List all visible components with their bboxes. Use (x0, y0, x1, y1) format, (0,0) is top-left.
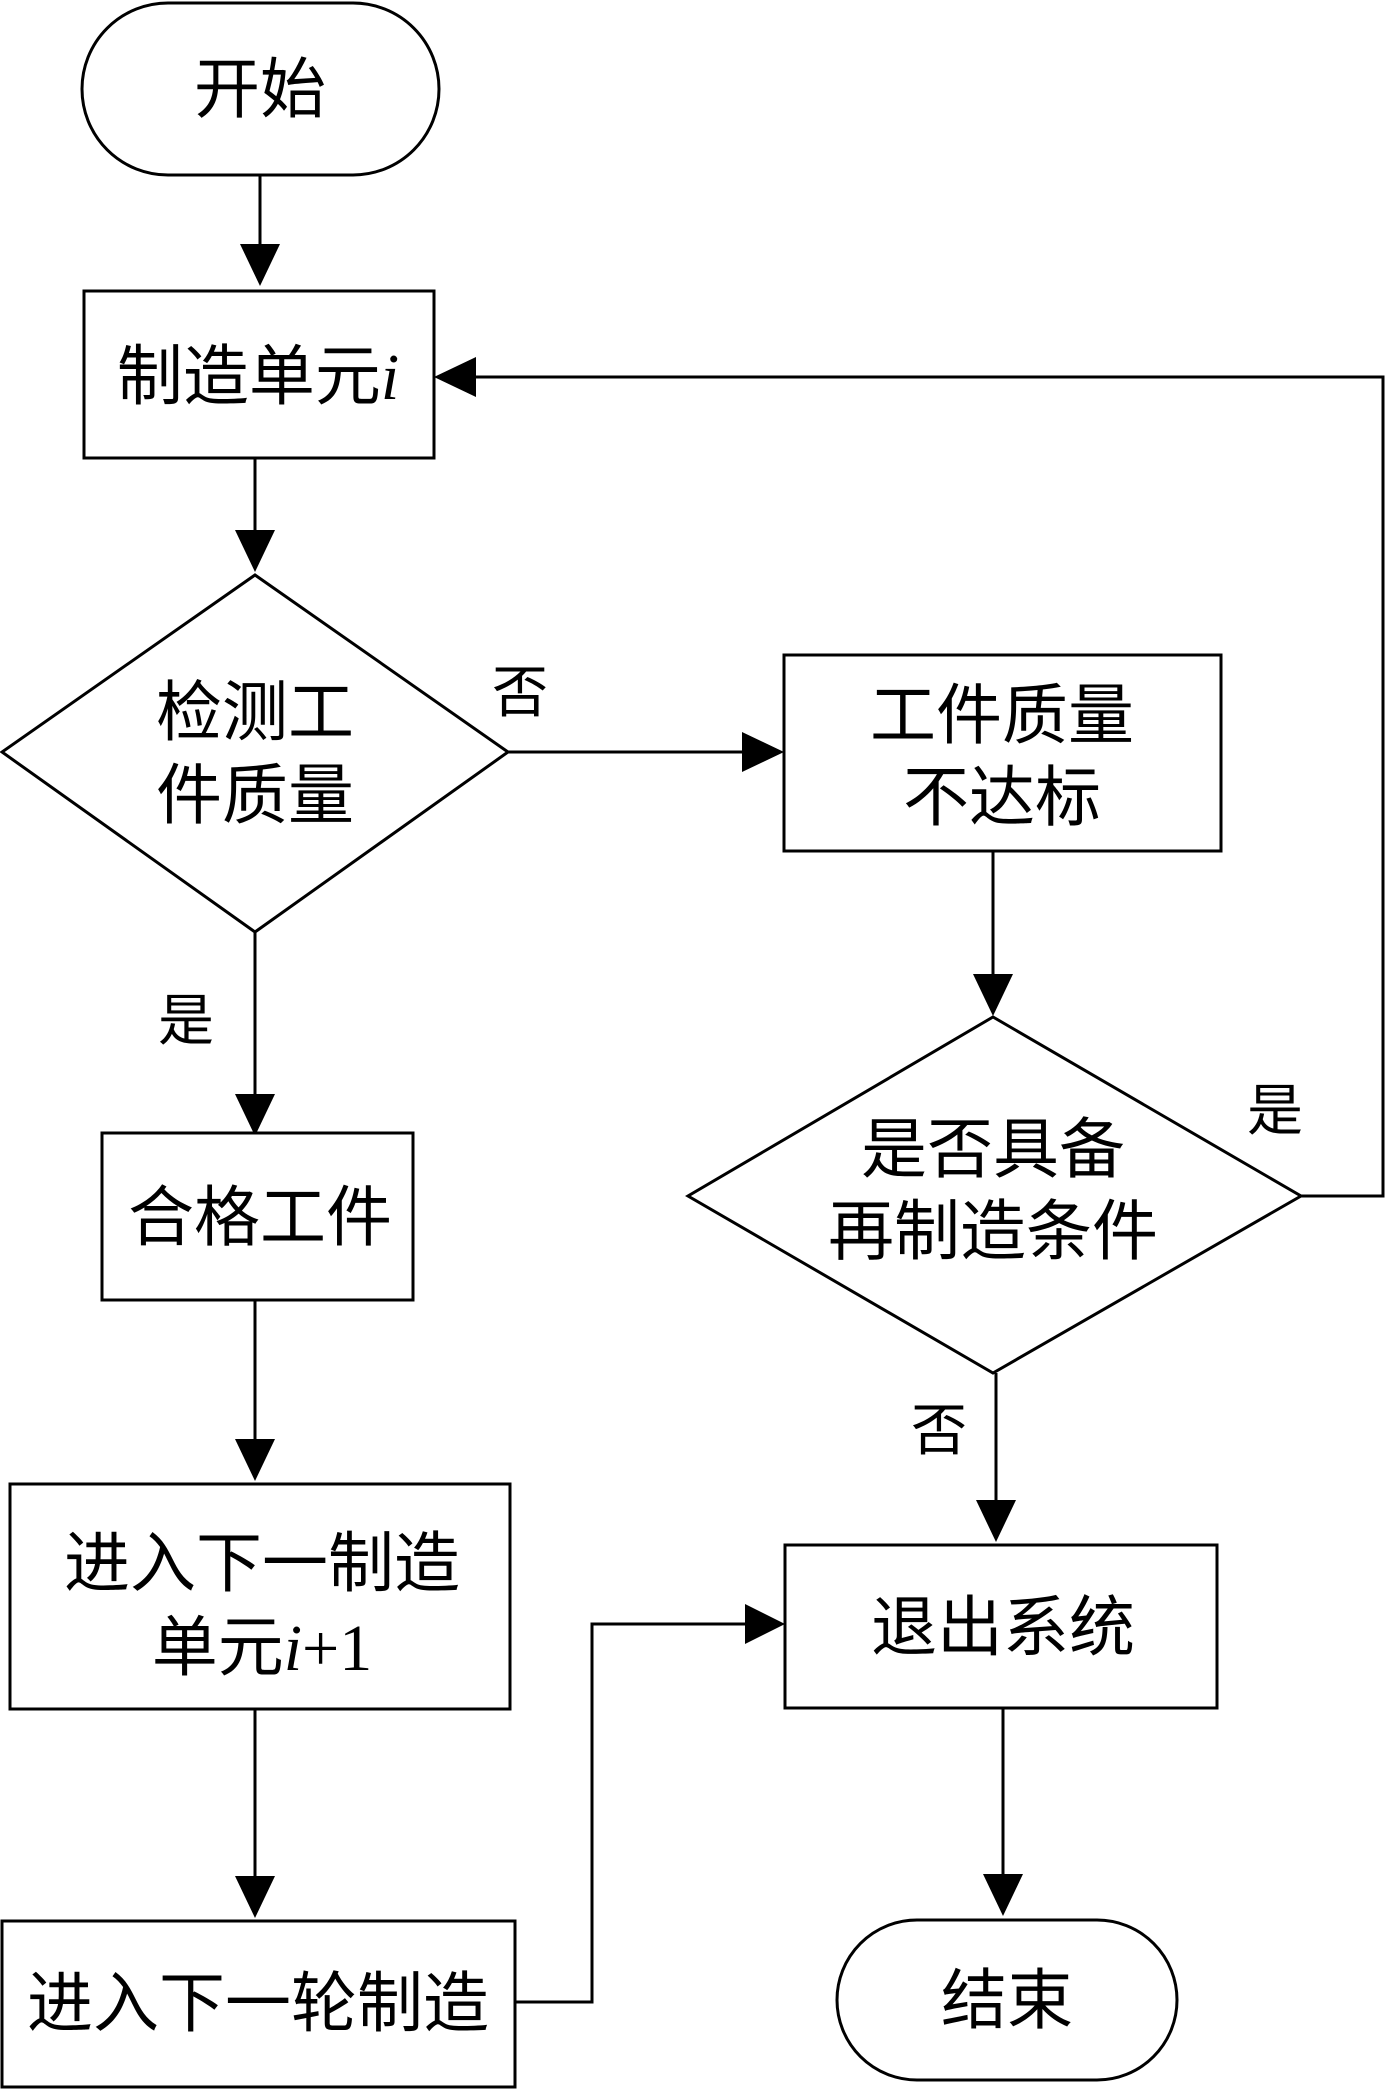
next-round-box (0, 1919, 517, 2089)
next-unit-label-line1: 进入下一制造 (64, 1525, 460, 1602)
remanufacture-check-diamond (685, 1015, 1304, 1375)
end-terminal (835, 1918, 1179, 2082)
arrowhead (976, 1500, 1016, 1542)
next-unit-label-line2: 单元i+1 (152, 1609, 373, 1686)
branch-label-check-no: 否 (492, 661, 548, 726)
arrowhead (235, 1439, 275, 1481)
exit-system-label: 退出系统 (871, 1589, 1135, 1666)
arrowhead (235, 1876, 275, 1918)
arrowhead (235, 530, 275, 572)
arrowhead (235, 1094, 275, 1136)
quality-fail-label-line2: 不达标 (903, 759, 1101, 836)
check-quality-label-line1: 检测工 (156, 674, 354, 751)
end-label: 结束 (941, 1962, 1073, 2039)
check-quality-diamond (0, 573, 511, 934)
branch-label-remanufacture-yes: 是 (1247, 1079, 1303, 1144)
start-terminal (80, 1, 441, 177)
qualified-label: 合格工件 (128, 1179, 392, 1256)
arrowhead (745, 1604, 785, 1644)
unit-i-label: 制造单元i (117, 338, 399, 415)
connector-next-round-to-exit (515, 1622, 747, 2004)
remanufacture-check-label-line2: 再制造条件 (828, 1193, 1158, 1270)
next-unit-box (8, 1482, 512, 1711)
arrowhead (240, 244, 280, 286)
qualified-box (100, 1131, 415, 1302)
connector-remanufacture-loop-back (474, 375, 1385, 1198)
quality-fail-box (782, 653, 1223, 853)
arrowhead (973, 974, 1013, 1016)
start-label: 开始 (194, 51, 326, 128)
branch-label-check-yes: 是 (158, 989, 214, 1054)
arrowhead (434, 357, 476, 397)
arrowhead (983, 1874, 1023, 1916)
check-quality-label-line2: 件质量 (156, 757, 354, 834)
branch-label-remanufacture-no: 否 (911, 1399, 967, 1464)
unit-i-box (82, 289, 436, 460)
quality-fail-label-line1: 工件质量 (870, 677, 1134, 754)
remanufacture-check-label-line1: 是否具备 (861, 1111, 1125, 1188)
exit-system-box (783, 1543, 1219, 1710)
arrowhead (742, 732, 784, 772)
next-round-label: 进入下一轮制造 (27, 1965, 489, 2042)
